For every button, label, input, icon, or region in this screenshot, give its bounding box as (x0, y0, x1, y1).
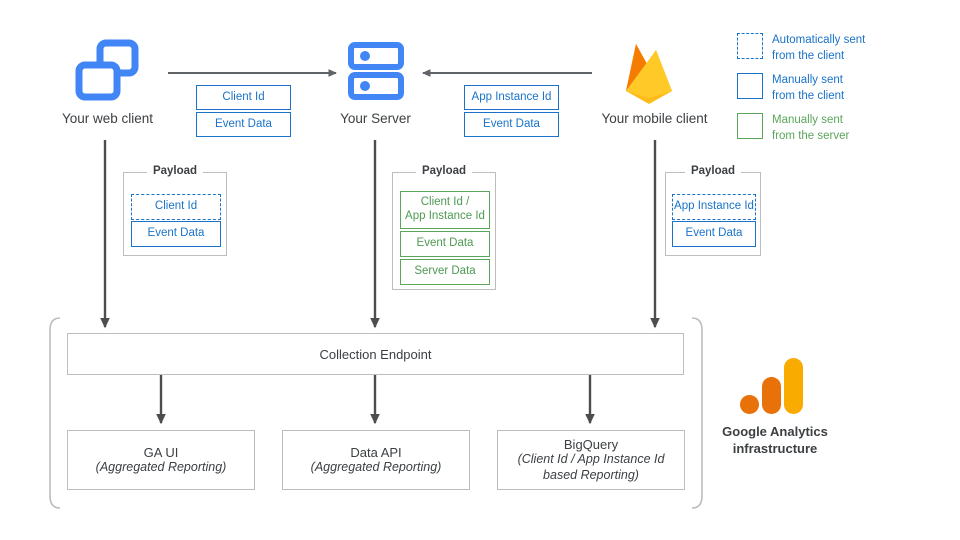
legend-item-automatic-client: Automatically sent from the client (737, 33, 937, 64)
output-title-data-api: Data API (350, 444, 402, 460)
payload-legend-web: Payload (146, 165, 204, 177)
output-title-ga-ui: GA UI (143, 444, 179, 460)
infrastructure-caption: Google Analytics infrastructure (722, 424, 828, 456)
legend-swatch-dashed-blue (737, 33, 763, 59)
payload-chip-event-data-mobile: Event Data (672, 221, 756, 247)
legend-swatch-solid-green (737, 113, 763, 139)
output-title-bigquery: BigQuery (563, 436, 619, 452)
output-subtitle-data-api: (Aggregated Reporting) (310, 459, 442, 474)
legend-label-manual-client: Manually sent from the client (772, 74, 845, 102)
payload-chip-client-id: Client Id (131, 194, 221, 220)
source-label-server: Your Server (340, 111, 411, 126)
transfer-chip-event-data: Event Data (196, 112, 291, 137)
transfer-chip-event-data-mobile: Event Data (464, 112, 559, 137)
payload-chip-app-instance-id: App Instance Id (672, 194, 756, 220)
payload-chip-server-data: Server Data (400, 259, 490, 285)
firebase-flame-icon (616, 36, 682, 108)
payload-group-mobile: Payload App Instance Id Event Data (665, 165, 761, 256)
output-subtitle-bigquery: (Client Id / App Instance Id based Repor… (517, 451, 665, 482)
output-subtitle-ga-ui: (Aggregated Reporting) (95, 459, 227, 474)
browser-windows-icon (74, 38, 140, 104)
legend-item-manual-server: Manually sent from the server (737, 113, 937, 144)
server-stack-icon (348, 42, 404, 100)
google-analytics-logo (740, 358, 806, 420)
payload-chip-event-data: Event Data (131, 221, 221, 247)
collection-endpoint-box: Collection Endpoint (67, 333, 684, 375)
transfer-chip-client-id: Client Id (196, 85, 291, 110)
source-label-mobile: Your mobile client (601, 111, 708, 126)
legend-swatch-solid-blue (737, 73, 763, 99)
payload-group-server: Payload Client Id / App Instance Id Even… (392, 165, 496, 290)
payload-chip-event-data-server: Event Data (400, 231, 490, 257)
legend-label-manual-server: Manually sent from the server (772, 114, 850, 142)
transfer-chip-app-instance-id: App Instance Id (464, 85, 559, 110)
infrastructure-bracket-left (49, 317, 61, 509)
output-box-ga-ui: GA UI (Aggregated Reporting) (67, 430, 255, 490)
legend-label-automatic-client: Automatically sent from the client (772, 34, 866, 62)
payload-group-web: Payload Client Id Event Data (123, 165, 227, 256)
output-box-bigquery: BigQuery (Client Id / App Instance Id ba… (497, 430, 685, 490)
legend-item-manual-client: Manually sent from the client (737, 73, 937, 104)
payload-legend-mobile: Payload (684, 165, 742, 177)
collection-endpoint-label: Collection Endpoint (319, 346, 432, 362)
payload-legend-server: Payload (415, 165, 473, 177)
output-box-data-api: Data API (Aggregated Reporting) (282, 430, 470, 490)
source-label-web: Your web client (61, 111, 154, 126)
payload-chip-client-or-app-instance-id: Client Id / App Instance Id (400, 191, 490, 229)
infrastructure-bracket-right (691, 317, 703, 509)
